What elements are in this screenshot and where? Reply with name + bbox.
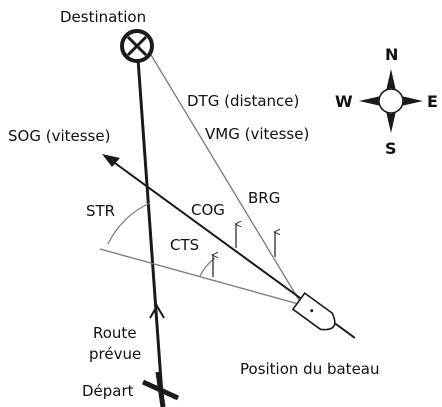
destination-marker-icon	[120, 29, 154, 63]
reference-line	[99, 248, 321, 311]
destination-label: Destination	[60, 8, 146, 26]
str-arc	[107, 202, 151, 245]
cog-label: COG	[191, 201, 225, 219]
route-label-line1: Route	[93, 324, 137, 342]
dtg-label: DTG (distance)	[187, 92, 299, 110]
sog-arrowhead	[102, 154, 120, 167]
departure-marker-icon	[141, 371, 180, 407]
sog-label: SOG (vitesse)	[8, 127, 110, 145]
boat-icon	[291, 292, 336, 331]
depart-label: Départ	[82, 382, 134, 400]
dtg-line	[144, 44, 306, 311]
boat-position-label: Position du bateau	[240, 360, 380, 378]
route-label-line2: prévue	[89, 345, 141, 363]
str-label: STR	[86, 202, 115, 220]
cts-arc	[199, 257, 216, 277]
compass-east-label: E	[427, 92, 438, 111]
compass-rose-icon	[359, 69, 423, 133]
planned-route-line	[135, 44, 164, 396]
compass-west-label: W	[335, 92, 353, 111]
vmg-label: VMG (vitesse)	[205, 125, 309, 143]
compass-south-label: S	[385, 139, 397, 158]
brg-label: BRG	[248, 189, 280, 207]
route-direction-chevron	[149, 304, 165, 319]
cts-label: CTS	[170, 236, 199, 254]
compass-north-label: N	[385, 45, 398, 64]
